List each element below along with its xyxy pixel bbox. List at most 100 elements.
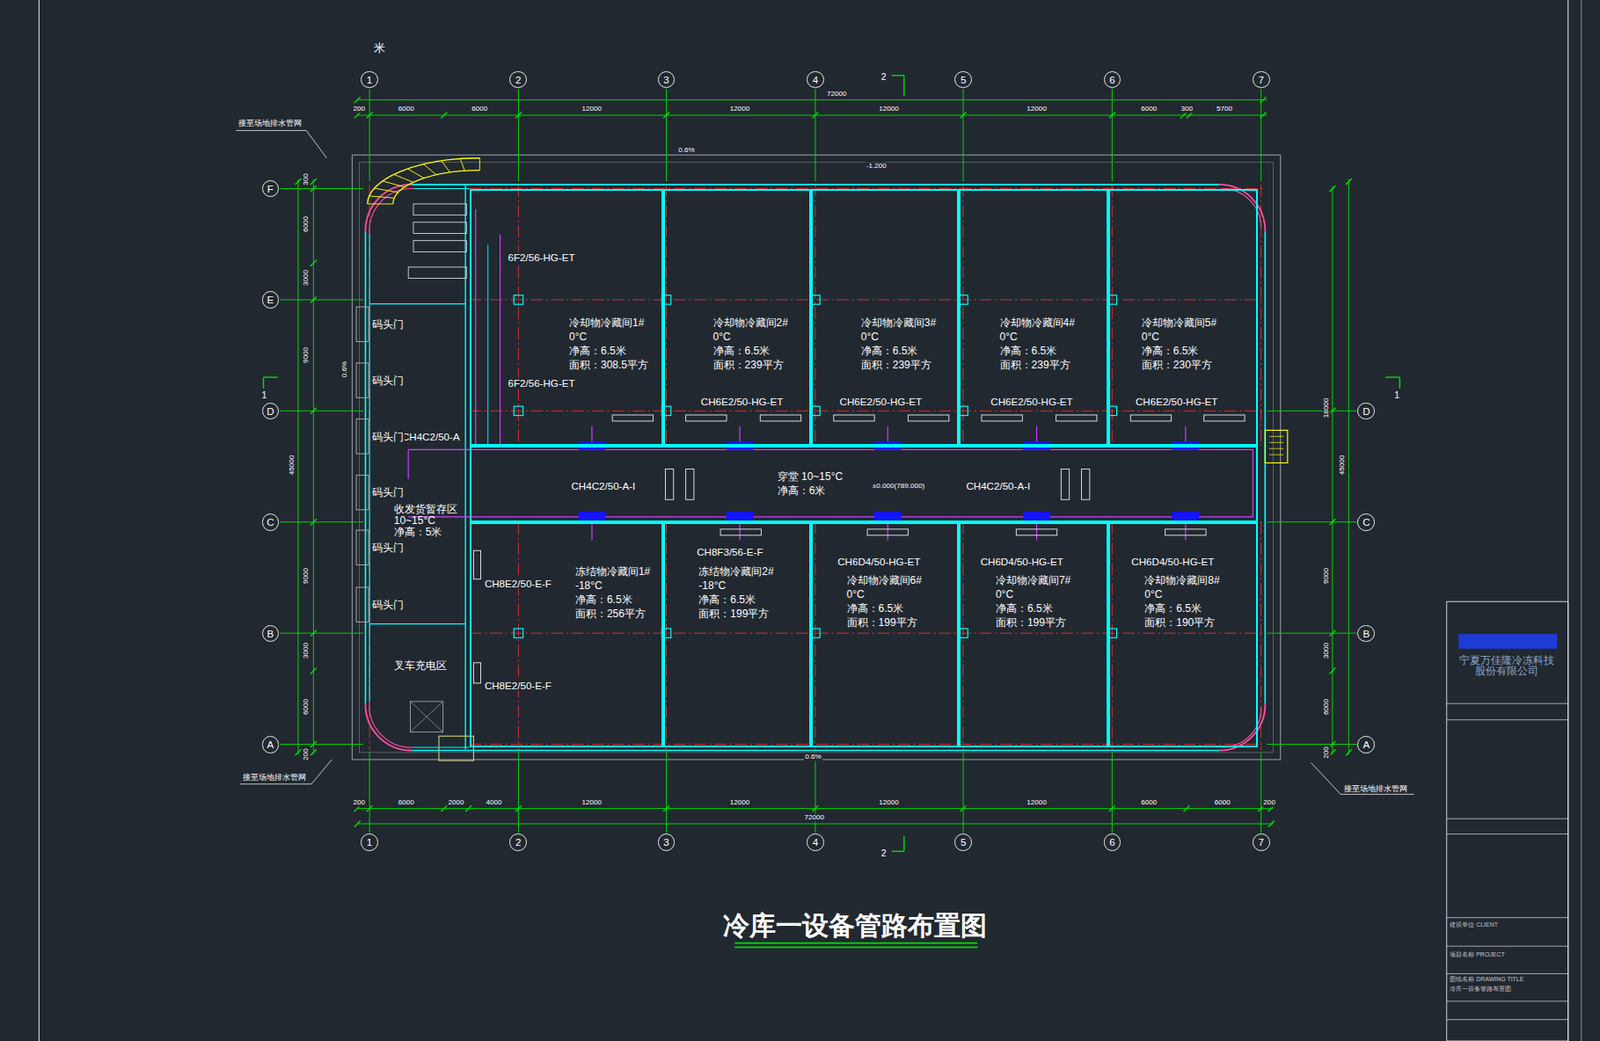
- room-spec: 净高：6.5米: [1144, 601, 1220, 616]
- equipment-label: CH8E2/50-E-F: [483, 577, 553, 590]
- title-block-rule: [1446, 703, 1569, 705]
- axis-number: 4: [812, 74, 819, 86]
- grid-extension: [1111, 752, 1113, 834]
- dimension-text: 300: [1179, 105, 1194, 114]
- title-block-rule: [1446, 833, 1569, 835]
- room-spec: 面积：239平方: [713, 357, 789, 373]
- annotation: 图纸名称 DRAWING TITLE: [1448, 976, 1525, 984]
- axis-number: 3: [663, 74, 669, 86]
- grid-bubble: 1: [360, 71, 379, 89]
- stair-step: [382, 181, 405, 188]
- outer-wall: [365, 184, 1265, 752]
- refrigerant-pipe: [408, 516, 1253, 518]
- section-mark: [1385, 376, 1400, 378]
- room-name: 冷却物冷藏间3#: [861, 315, 936, 330]
- leader-line: [240, 783, 312, 785]
- dimension-text: 200: [352, 105, 367, 114]
- evaporator: [759, 415, 801, 422]
- dimension-text: 9000: [1322, 567, 1331, 585]
- dimension-tick: [310, 260, 317, 267]
- refrigerant-pipe: [474, 209, 476, 446]
- wall-corner: [1219, 184, 1265, 232]
- room-spec: 0°C: [569, 329, 649, 344]
- dimension-tick: [294, 178, 301, 185]
- dimension-text: 12000: [581, 799, 604, 808]
- air-cooler: [1081, 468, 1090, 500]
- equipment-label: CH6E2/50-HG-ET: [989, 396, 1074, 409]
- room-spec: 净高：6.5米: [1141, 343, 1217, 358]
- dimension-text: 3000: [1322, 642, 1331, 660]
- axis-number: C: [1362, 517, 1370, 528]
- room-name: 冷却物冷藏间2#: [713, 315, 789, 330]
- cold-room-door: [1172, 511, 1199, 520]
- room-spec: 净高：5米: [394, 526, 458, 539]
- room-spec: 净高：6.5米: [847, 601, 922, 616]
- dimension-text: 3000: [302, 642, 311, 660]
- annotation: 2: [880, 848, 888, 859]
- axis-number: 5: [960, 837, 966, 848]
- dimension-tick: [354, 96, 361, 103]
- dimension-tick: [1180, 112, 1187, 119]
- room-name: 冷却物冷藏间1#: [569, 315, 649, 330]
- dimension-text: 12000: [1025, 105, 1048, 114]
- equipment-label: CH4C2/50-A-I: [569, 481, 636, 493]
- dimension-tick: [1260, 112, 1267, 119]
- dimension-tick: [1260, 96, 1267, 103]
- dimension-tick: [960, 805, 967, 812]
- grid-bubble: C: [262, 513, 280, 532]
- dimension-tick: [1109, 112, 1116, 119]
- dimension-tick: [310, 408, 317, 415]
- evaporator: [1204, 415, 1245, 422]
- leader-line: [311, 759, 332, 785]
- equipment-label: CH6E2/50-HG-ET: [700, 396, 784, 409]
- dimension-tick: [515, 112, 522, 119]
- dimension-tick: [366, 805, 373, 812]
- leader-line: [1340, 794, 1414, 796]
- grid-axis: [665, 522, 667, 752]
- stair: [393, 170, 481, 205]
- axis-number: 1: [366, 74, 373, 86]
- machine-box: [413, 241, 467, 253]
- dock-door: [356, 419, 369, 454]
- dimension-tick: [1345, 178, 1352, 185]
- axis-number: 5: [960, 74, 966, 86]
- dimension-text: 12000: [729, 799, 752, 808]
- title-block-rule: [1446, 818, 1569, 820]
- section-mark: [903, 836, 905, 852]
- dimension-tick: [354, 821, 361, 828]
- room-text: 叉车充电区: [394, 658, 447, 673]
- axis-number: F: [267, 183, 274, 195]
- annotation: 1: [1393, 390, 1401, 401]
- dimension-tick: [310, 296, 317, 303]
- grid-extension: [963, 752, 965, 834]
- leader-line: [235, 130, 307, 132]
- room-text: 穿堂 10~15°C净高：6米: [777, 469, 844, 498]
- room-spec: 净高：6.5米: [995, 601, 1071, 616]
- refrigerant-pipe: [408, 449, 410, 480]
- stair: [367, 158, 481, 205]
- dimension-tick: [310, 630, 317, 637]
- refrigerant-pipe: [887, 522, 889, 541]
- evaporator: [612, 415, 653, 422]
- dimension-tick: [1186, 112, 1193, 119]
- dimension-tick: [1109, 805, 1116, 812]
- room-text: 收发货暂存区10~15°C净高：5米: [394, 504, 458, 539]
- room-text: 冷却物冷藏间2#0°C净高：6.5米面积：239平方: [713, 315, 789, 373]
- equipment-label: 码头门: [371, 542, 405, 555]
- grid-bubble: 7: [1252, 71, 1271, 89]
- evaporator: [907, 415, 949, 422]
- evaporator: [1015, 529, 1057, 536]
- annotation: 接至场地排水管网: [237, 118, 303, 128]
- title-block: [1446, 601, 1569, 1041]
- sheet-frame: [1580, 0, 1582, 1041]
- dimension-tick: [294, 749, 301, 756]
- dimension-tick: [960, 112, 967, 119]
- room-text: 冷却物冷藏间8#0°C净高：6.5米面积：190平方: [1144, 573, 1220, 630]
- dimension-tick: [310, 178, 317, 185]
- air-cooler: [1060, 468, 1069, 500]
- annotation: 米: [372, 42, 387, 55]
- grid-bubble: A: [1357, 736, 1375, 754]
- grid-axis: [963, 522, 965, 752]
- axis-number: E: [267, 294, 275, 306]
